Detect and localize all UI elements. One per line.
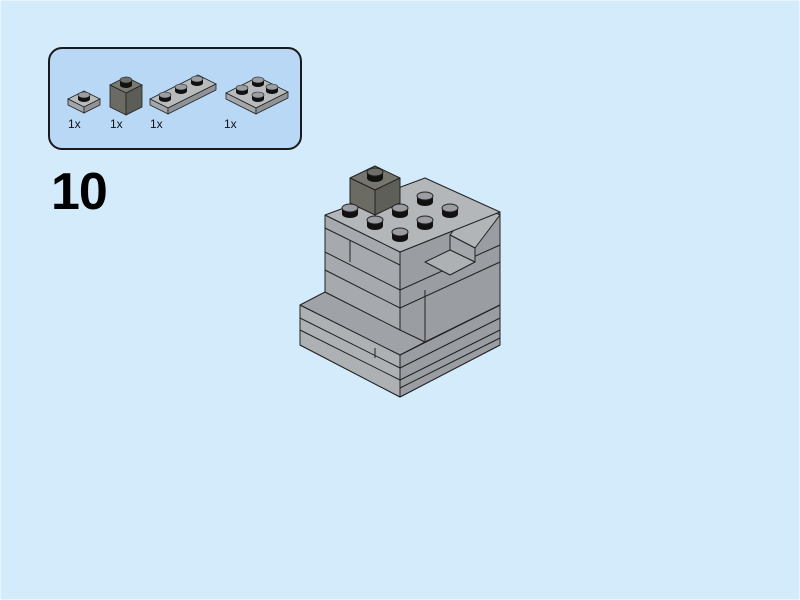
part-quantity: 1x [150, 117, 163, 131]
part-quantity: 1x [68, 117, 81, 131]
step-number: 10 [51, 163, 108, 221]
part-quantity: 1x [110, 117, 123, 131]
model-illustration [290, 160, 510, 410]
parts-callout: 1x 1x 1x [48, 47, 302, 150]
part-plate-1x1-icon [66, 87, 102, 115]
part-plate-2x3-icon [224, 69, 290, 117]
part-plate-1x3-icon [148, 71, 218, 115]
part-quantity: 1x [224, 117, 237, 131]
part-brick-1x1-icon [108, 73, 144, 117]
